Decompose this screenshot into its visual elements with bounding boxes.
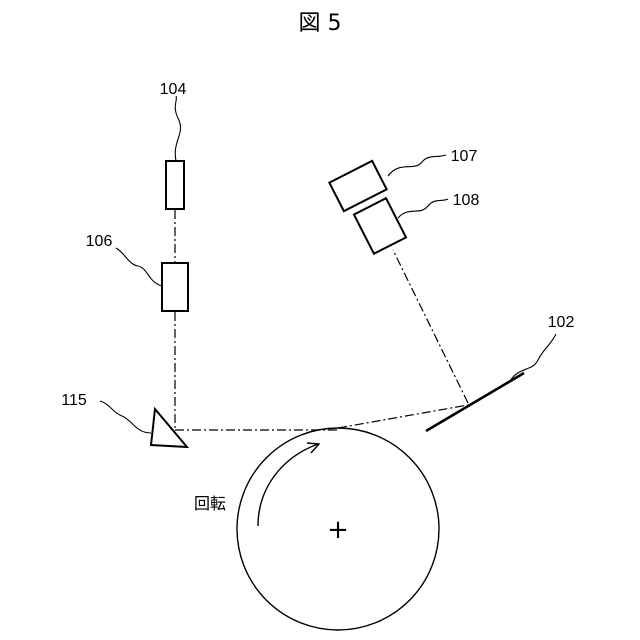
label-102: 102 xyxy=(548,314,575,331)
figure-title: 図 5 xyxy=(299,11,342,36)
beam-segment-mirror-108 xyxy=(393,250,468,403)
rotation-label: 回転 xyxy=(194,494,226,513)
component-104-element xyxy=(166,161,184,209)
leader-102 xyxy=(510,334,556,381)
component-115-prism xyxy=(151,409,187,447)
label-106: 106 xyxy=(86,233,113,250)
leader-115 xyxy=(100,401,151,433)
label-104: 104 xyxy=(160,81,187,98)
label-115: 115 xyxy=(61,392,87,409)
center-mark-icon: + xyxy=(327,515,349,545)
leader-107 xyxy=(388,155,446,176)
component-106-element xyxy=(162,263,188,311)
leader-106 xyxy=(116,248,162,286)
leader-108 xyxy=(398,199,448,218)
beam-paths xyxy=(175,210,468,430)
leader-104 xyxy=(175,96,180,161)
label-107: 107 xyxy=(451,148,478,165)
component-102-mirror xyxy=(426,373,524,431)
component-108-group xyxy=(354,198,406,254)
component-108-element xyxy=(354,198,406,254)
label-108: 108 xyxy=(453,192,480,209)
